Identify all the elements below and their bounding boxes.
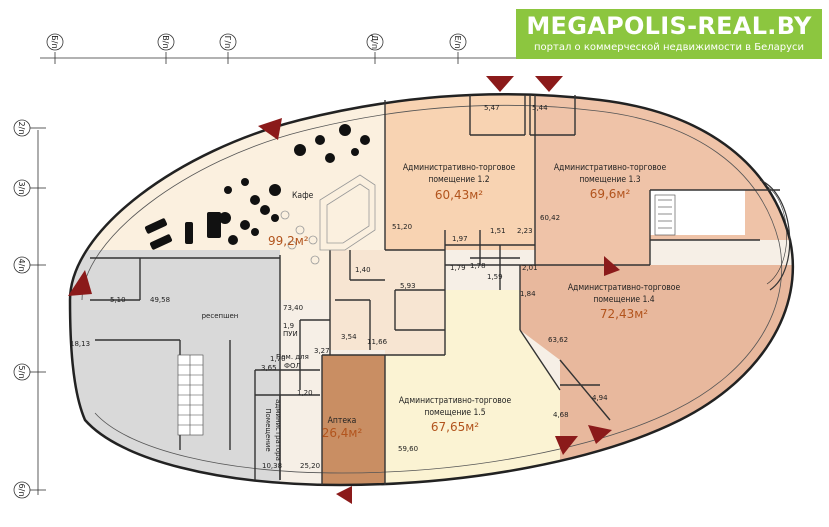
dim-label: 10,38 (262, 462, 282, 470)
dim-label: 2,01 (522, 264, 538, 272)
storage-label: Пом. для (276, 353, 309, 361)
axis-label-top: Е/п (453, 36, 462, 49)
dim-label: 25,20 (300, 462, 320, 470)
axis-label-left: 3/п (17, 181, 26, 194)
dim-label: 1,40 (355, 266, 371, 274)
dim-label: 60,42 (540, 214, 560, 222)
axis-label-left: 6/п (17, 483, 26, 496)
room-1-5-area: 67,65м² (431, 420, 479, 434)
dim-label: 1,79 (450, 264, 466, 272)
dim-label: 59,60 (398, 445, 418, 453)
dim-label: 1,78 (470, 262, 486, 270)
room-1-3-number: помещение 1.3 (579, 175, 640, 185)
room-1-5-number: помещение 1.5 (424, 408, 485, 418)
dim-label: 4,94 (592, 394, 608, 402)
dim-label: 49,58 (150, 296, 170, 304)
pui-label: ПУИ (283, 330, 298, 338)
admin-room-label: Помещение (264, 408, 272, 451)
cafe-bar (280, 174, 376, 265)
pharmacy-area: 26,4м² (322, 426, 363, 440)
axis-label-top: В/п (161, 35, 170, 48)
dim-label: 5,47 (484, 104, 500, 112)
dim-label: 63,62 (548, 336, 568, 344)
dim-label: 51,20 (392, 223, 412, 231)
cafe-area: 99,2м² (268, 234, 309, 248)
room-1-2-name: Административно-торговое (403, 163, 516, 173)
dim-label: 1,59 (487, 273, 503, 281)
room-1-3-area: 69,6м² (590, 187, 631, 201)
pharmacy-name: Аптека (328, 416, 357, 426)
reception-label: ресепшен (202, 312, 239, 320)
room-1-4-name: Административно-торговое (568, 283, 681, 293)
dim-label: 1,97 (452, 235, 468, 243)
fol-label: ФОЛ (284, 362, 301, 370)
axis-label-left: 4/п (17, 258, 26, 271)
dim-label: 2,23 (517, 227, 533, 235)
dim-label: 5,10 (110, 296, 126, 304)
dim-label: 5,93 (400, 282, 416, 290)
dim-label: 3,54 (341, 333, 357, 341)
brand-subtitle: портал о коммерческой недвижимости в Бел… (534, 42, 804, 53)
axis-label-left: 5/п (17, 365, 26, 378)
brand-banner[interactable]: MEGAPOLIS-REAL.BY портал о коммерческой … (516, 9, 822, 59)
dim-label: 1,9 (283, 322, 294, 330)
dim-label: 1,70 (270, 355, 286, 363)
dim-label: 1,84 (520, 290, 536, 298)
axis-label-top: Б/п (50, 35, 59, 48)
axis-label-top: Д/п (370, 35, 379, 49)
room-1-4-area: 72,43м² (600, 307, 648, 321)
dim-label: 3,27 (314, 347, 330, 355)
room-1-4-number: помещение 1.4 (593, 295, 654, 305)
dim-label: 4,68 (553, 411, 569, 419)
cafe-furniture (144, 124, 370, 250)
left-axis: 2/п 3/п 4/п 5/п 6/п (13, 119, 46, 499)
top-axis: Б/п В/п Г/п Д/п Е/п (40, 33, 520, 64)
brand-title: MEGAPOLIS-REAL.BY (526, 12, 812, 40)
building-outline (68, 93, 795, 487)
dimension-labels: 5,47 5,44 51,20 60,42 1,97 1,51 2,23 1,4… (70, 104, 608, 470)
dim-label: 1,51 (490, 227, 506, 235)
dim-label: 3,65 (261, 364, 277, 372)
dim-label: 73,40 (283, 304, 303, 312)
axis-label-left: 2/п (17, 121, 26, 134)
stairs (177, 194, 676, 436)
room-1-3-name: Административно-торговое (554, 163, 667, 173)
dim-label: 18,13 (70, 340, 90, 348)
axis-label-top: Г/п (223, 36, 232, 49)
room-1-2-number: помещение 1.2 (428, 175, 489, 185)
entrance-arrows (68, 76, 620, 504)
cafe-name: Кафе (292, 191, 314, 201)
admin-room-label-2: администратора (274, 399, 282, 461)
balcony (759, 179, 791, 291)
dim-label: 5,44 (532, 104, 548, 112)
room-1-2-area: 60,43м² (435, 188, 483, 202)
room-1-5-name: Административно-торговое (399, 396, 512, 406)
dim-label: 1,20 (297, 389, 313, 397)
dim-label: 11,66 (367, 338, 388, 346)
